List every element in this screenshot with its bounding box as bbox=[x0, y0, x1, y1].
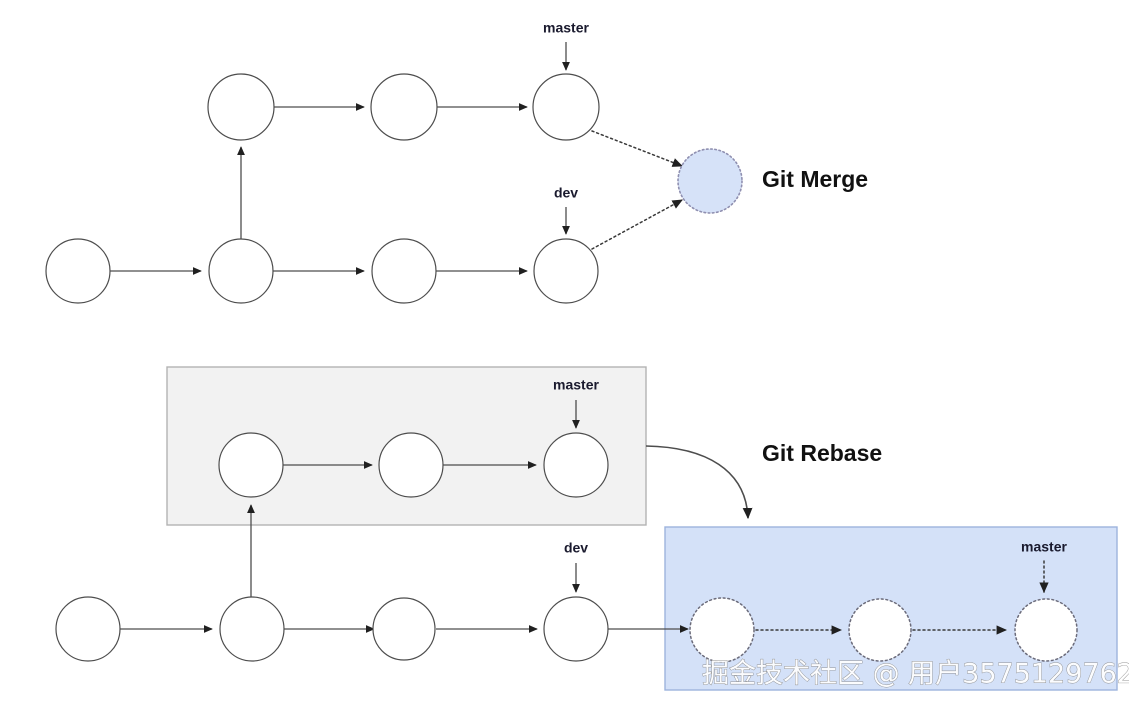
edge-rebase-transfer-curve bbox=[645, 445, 753, 520]
title-git-merge: Git Merge bbox=[762, 166, 868, 192]
commit-node-dev-head bbox=[533, 238, 599, 304]
rebase-section: master dev master Git Rebase 掘金技术社区 @ 用户… bbox=[55, 366, 1129, 691]
label-master-rebased: master bbox=[1021, 539, 1067, 555]
merge-commit-node bbox=[677, 148, 743, 214]
commit-node bbox=[219, 596, 285, 662]
rebased-commit-node-head bbox=[1014, 598, 1078, 662]
commit-node-master-head bbox=[532, 73, 600, 141]
watermark: 掘金技术社区 @ 用户357512976269 bbox=[702, 659, 1129, 690]
commit-node bbox=[45, 238, 111, 304]
label-dev-merge: dev bbox=[554, 185, 578, 201]
commit-node bbox=[207, 73, 275, 141]
commit-node bbox=[372, 597, 436, 661]
label-master-merge: master bbox=[543, 20, 589, 36]
edge-master-to-merge-node bbox=[591, 130, 683, 167]
commit-node bbox=[371, 238, 437, 304]
commit-node bbox=[55, 596, 121, 662]
label-master-rebase-top: master bbox=[553, 377, 599, 393]
commit-node-master-head bbox=[543, 432, 609, 498]
commit-node bbox=[208, 238, 274, 304]
rebased-commit-node bbox=[689, 597, 755, 663]
merge-section: master dev Git Merge bbox=[45, 20, 868, 304]
label-dev-rebase: dev bbox=[564, 540, 588, 556]
title-git-rebase: Git Rebase bbox=[762, 440, 882, 466]
commit-node-dev-head bbox=[543, 596, 609, 662]
edge-dev-to-merge-node bbox=[591, 199, 683, 250]
commit-node bbox=[370, 73, 438, 141]
commit-node bbox=[218, 432, 284, 498]
commit-node bbox=[378, 432, 444, 498]
rebased-commit-node bbox=[848, 598, 912, 662]
